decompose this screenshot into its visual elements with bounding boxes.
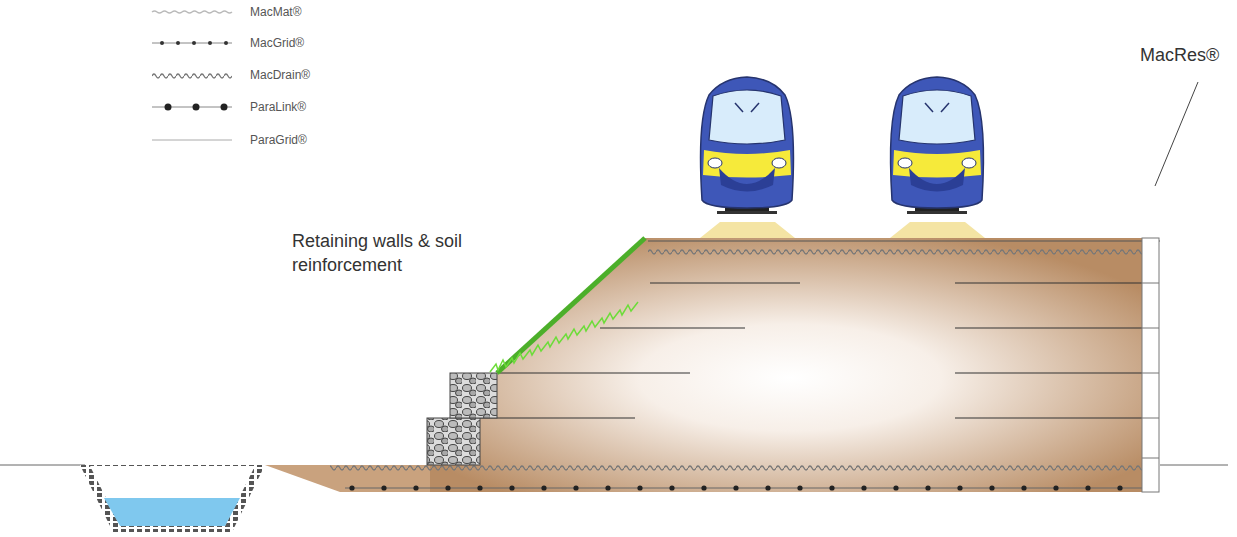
macdrain-top bbox=[648, 249, 1142, 257]
drainage-ditch bbox=[80, 465, 265, 532]
legend-samples bbox=[152, 11, 232, 140]
legend-label: MacMat® bbox=[250, 5, 302, 19]
soil-fill bbox=[430, 238, 1150, 492]
grass bbox=[490, 302, 638, 372]
legend-label: MacGrid® bbox=[250, 36, 304, 50]
legend-label: ParaGrid® bbox=[250, 133, 307, 147]
leader-line bbox=[1155, 82, 1198, 186]
paragrid-layers bbox=[480, 283, 1142, 418]
train-front bbox=[701, 77, 794, 214]
legend-label: ParaLink® bbox=[250, 100, 306, 114]
legend-label: MacDrain® bbox=[250, 68, 310, 82]
product-label: MacRes® bbox=[1140, 45, 1219, 66]
section-label: Retaining walls & soil reinforcement bbox=[292, 229, 492, 277]
macres-wall bbox=[1142, 238, 1159, 492]
gabion-wall bbox=[427, 373, 497, 465]
macgrid-dots bbox=[349, 485, 1122, 490]
